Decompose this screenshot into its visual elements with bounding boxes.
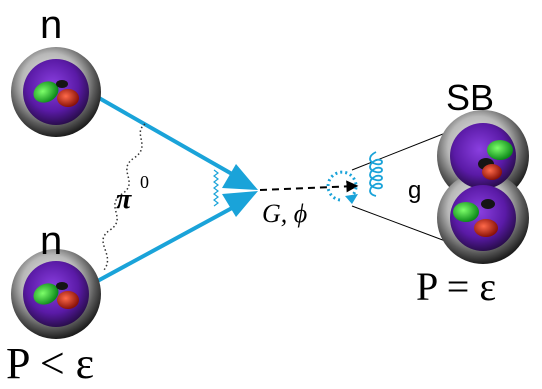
bottom-neutron-sphere <box>11 249 101 339</box>
condition-right-label: P = ε <box>416 264 496 309</box>
vertex-zigzag <box>213 169 219 207</box>
cone-upper-line <box>351 131 449 171</box>
lower-beam-line <box>91 206 233 286</box>
bound-state-label: SB <box>446 77 494 118</box>
lower-beam-arrowhead <box>222 191 258 217</box>
pion-superscript: 0 <box>140 172 149 192</box>
gluon-label: g <box>408 177 421 204</box>
cone-lower-line <box>351 205 449 243</box>
bottom-particle-label: n <box>40 219 62 263</box>
top-particle-label: n <box>40 3 62 47</box>
pion-label: π <box>116 184 132 215</box>
circular-arrow-icon <box>326 170 358 204</box>
propagator-line <box>259 180 359 193</box>
exchange-label: G, ϕ <box>262 199 307 228</box>
upper-beam-arrowhead <box>222 164 258 190</box>
upper-beam-line <box>91 92 233 176</box>
top-neutron-sphere <box>11 47 101 137</box>
condition-left-label: P < ε <box>6 339 94 388</box>
pion-exchange-line <box>102 123 146 271</box>
gluon-coil <box>369 151 383 197</box>
bound-state-spheres <box>437 110 529 264</box>
